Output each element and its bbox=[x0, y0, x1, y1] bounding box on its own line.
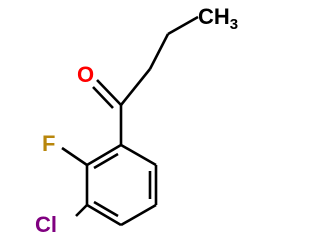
ring-bond-1 bbox=[120, 143, 157, 167]
ring-inner-bond-2 bbox=[93, 200, 119, 218]
ring-bond-3 bbox=[120, 203, 157, 227]
oxygen-label: O bbox=[77, 62, 94, 87]
bond-ring-fluorine bbox=[61, 146, 88, 167]
chlorine-label: Cl bbox=[35, 212, 57, 237]
bond-ring-chlorine bbox=[75, 204, 88, 217]
ring-inner-bond-3 bbox=[93, 152, 119, 170]
methyl-label: CH3 bbox=[198, 4, 238, 33]
ring-bond-4 bbox=[86, 203, 122, 227]
carbonyl-double-bond-outer bbox=[96, 79, 122, 106]
bond-ch2-ch2 bbox=[148, 33, 170, 70]
ring-bond-6 bbox=[86, 143, 122, 167]
bond-ch2-carbonyl bbox=[119, 68, 152, 106]
methyl-label-main: CH bbox=[198, 4, 230, 29]
bond-ch3-ch2 bbox=[167, 15, 199, 36]
fluorine-label: F bbox=[42, 131, 55, 156]
carbonyl-double-bond-inner bbox=[92, 86, 114, 109]
chemical-structure: CH3 O F Cl bbox=[35, 4, 239, 237]
methyl-label-subscript: 3 bbox=[230, 16, 238, 33]
